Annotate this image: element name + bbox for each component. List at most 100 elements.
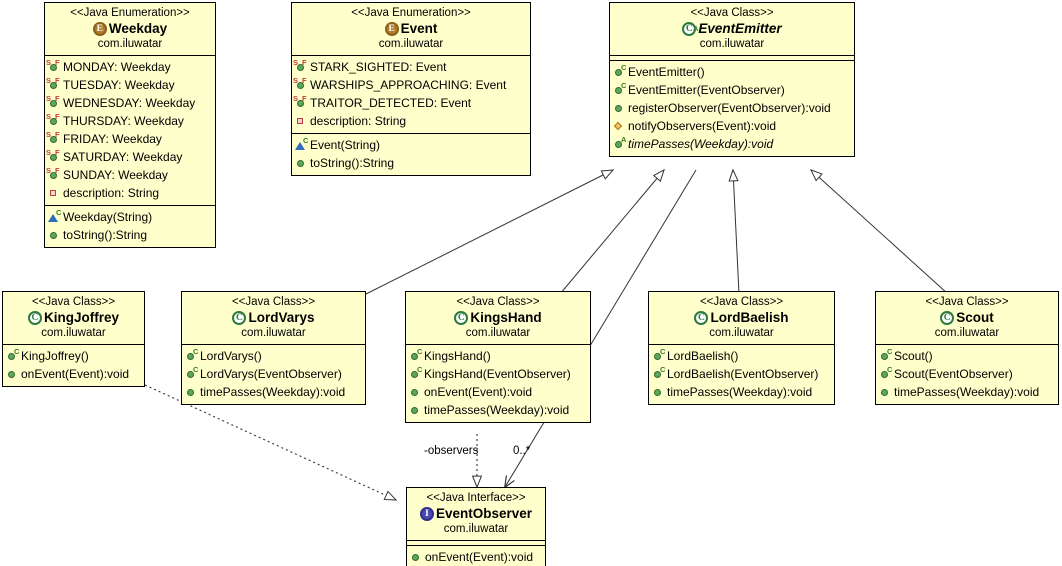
field-row: description: String	[294, 112, 528, 130]
edge-lordvarys-extends-eventemitter	[365, 170, 613, 295]
method-row: toString():String	[294, 154, 528, 172]
compartment-divider	[649, 344, 834, 345]
public-constructor-icon: C	[184, 366, 199, 382]
method-row: registerObserver(EventObserver):void	[612, 99, 852, 117]
method-row: timePasses(Weekday):void	[651, 383, 832, 401]
compartment-divider	[407, 540, 545, 541]
class-icon: C	[454, 311, 469, 325]
protected-method-icon	[612, 118, 627, 134]
public-method-icon	[5, 366, 20, 382]
edge-scout-extends-eventemitter	[811, 170, 949, 295]
class-package: com.iluwatar	[465, 327, 531, 339]
class-package: com.iluwatar	[934, 327, 1000, 339]
compartment-divider	[292, 55, 530, 56]
class-package: com.iluwatar	[443, 523, 509, 535]
public-constructor-icon: C	[408, 366, 423, 382]
edge-kingshand-extends-eventemitter	[559, 170, 664, 295]
class-package: com.iluwatar	[97, 38, 163, 50]
public-constructor-icon: C	[184, 348, 199, 364]
public-constructor-icon: C	[612, 64, 627, 80]
public-constructor-icon: C	[651, 348, 666, 364]
compartment-divider	[3, 344, 144, 345]
class-stereotype: <<Java Class>>	[31, 296, 116, 308]
edge-lordbaelish-extends-eventemitter	[733, 170, 740, 295]
class-stereotype: <<Java Enumeration>>	[70, 7, 190, 19]
class-package: com.iluwatar	[699, 38, 765, 50]
public-method-icon	[408, 402, 423, 418]
class-icon: C	[232, 311, 247, 325]
public-constructor-icon: C	[878, 348, 893, 364]
enum-icon: E	[92, 22, 107, 36]
interface-icon: I	[419, 507, 434, 521]
compartment-divider	[45, 205, 215, 206]
public-method-icon	[184, 384, 199, 400]
class-stereotype: <<Java Class>>	[231, 296, 316, 308]
public-method-icon	[612, 100, 627, 116]
public-method-icon	[651, 384, 666, 400]
private-field-icon	[47, 185, 62, 201]
private-field-icon	[294, 113, 309, 129]
public-constructor-icon: C	[612, 82, 627, 98]
private-constructor-icon: C	[294, 137, 309, 153]
compartment-divider	[45, 55, 215, 56]
compartment-divider	[610, 55, 854, 56]
public-method-icon	[47, 227, 62, 243]
method-row: onEvent(Event):void	[5, 365, 142, 383]
class-package: com.iluwatar	[241, 327, 306, 339]
methods-compartment-eventobserver: onEvent(Event):void	[407, 546, 545, 566]
method-row: notifyObservers(Event):void	[612, 117, 852, 135]
public-method-icon	[408, 384, 423, 400]
association-role-label: -observers	[424, 445, 479, 457]
compartment-divider	[406, 344, 590, 345]
